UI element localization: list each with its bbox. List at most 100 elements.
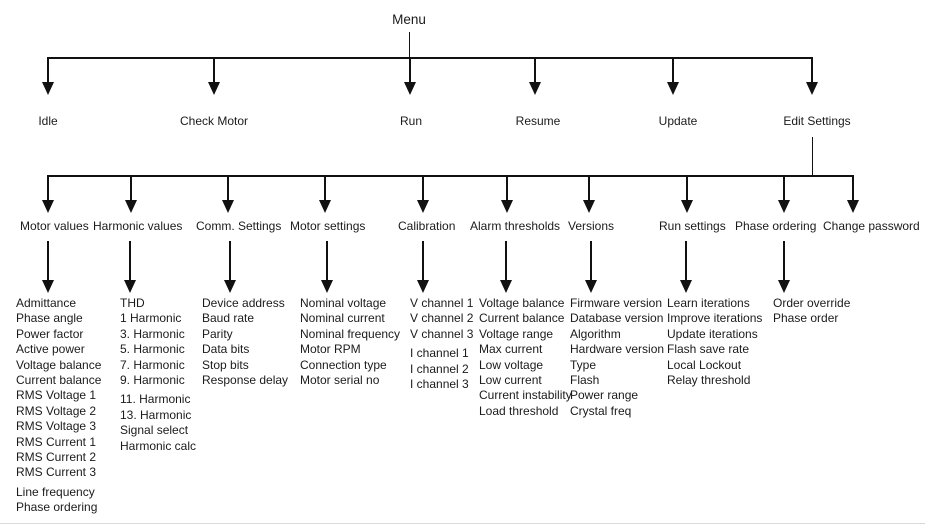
list-item: Connection type — [300, 357, 387, 372]
list-item: I channel 3 — [410, 377, 469, 392]
list-item: 9. Harmonic — [120, 373, 185, 388]
arrow-to-resume — [534, 57, 536, 82]
list-item: Flash — [570, 373, 600, 388]
node-comm-settings: Comm. Settings — [196, 219, 282, 233]
arrow-to-versions — [588, 175, 590, 200]
menu-root-label: Menu — [392, 12, 426, 27]
list-item: Local Lockout — [667, 357, 742, 372]
node-update: Update — [658, 114, 698, 128]
list-item: Phase ordering — [16, 500, 98, 515]
list-item: Improve iterations — [667, 311, 763, 326]
arrow-to-change-password — [852, 175, 854, 200]
arrow-to-edit-settings — [811, 57, 813, 82]
list-item: Stop bits — [202, 357, 249, 372]
list-item: RMS Voltage 2 — [16, 403, 97, 418]
list-item: RMS Current 3 — [16, 465, 97, 480]
node-resume: Resume — [515, 114, 561, 128]
node-alarm-thresholds: Alarm thresholds — [470, 219, 561, 233]
list-item: Max current — [479, 342, 543, 357]
list-item: Voltage range — [479, 326, 554, 341]
list-item: Crystal freq — [570, 403, 632, 418]
arrow-to-update — [672, 57, 674, 82]
arrow-to-calibration — [422, 175, 424, 200]
arrow-phase-ordering-children — [783, 241, 785, 280]
list-item: RMS Current 2 — [16, 450, 97, 465]
node-phase-ordering: Phase ordering — [735, 219, 817, 233]
list-item: Database version — [570, 311, 664, 326]
list-item: Baud rate — [202, 311, 255, 326]
list-item: Nominal voltage — [300, 296, 387, 310]
list-item: Nominal current — [300, 311, 385, 326]
arrow-to-run-settings — [686, 175, 688, 200]
node-versions: Versions — [568, 219, 615, 233]
list-item: Nominal frequency — [300, 326, 401, 341]
bottom-divider-line — [0, 523, 925, 524]
arrow-versions-children — [590, 241, 592, 280]
edit-settings-connector-line — [811, 137, 813, 176]
list-item: 5. Harmonic — [120, 342, 185, 357]
node-idle: Idle — [38, 114, 58, 128]
list-item: Algorithm — [570, 326, 621, 341]
list-item: RMS Voltage 3 — [16, 419, 97, 434]
list-item: 7. Harmonic — [120, 357, 185, 372]
node-run: Run — [399, 114, 423, 128]
list-item: Low current — [479, 373, 542, 388]
list-item: Flash save rate — [667, 342, 750, 357]
list-item: Phase angle — [16, 311, 83, 326]
node-harmonic-values: Harmonic values — [93, 219, 183, 233]
list-item: Order override — [773, 296, 851, 310]
list-item: Current instability — [479, 388, 572, 403]
list-item: Active power — [16, 342, 85, 357]
arrow-run-settings-children — [685, 241, 687, 280]
list-item: Voltage balance — [479, 296, 565, 310]
list-item: Data bits — [202, 342, 250, 357]
node-edit-settings: Edit Settings — [783, 114, 851, 128]
list-item: Update iterations — [667, 326, 758, 341]
list-item: Learn iterations — [667, 296, 750, 310]
arrow-to-harmonic-values — [130, 175, 132, 200]
list-item: Line frequency — [16, 484, 95, 499]
list-item: Current balance — [16, 373, 102, 388]
list-item: V channel 2 — [410, 311, 474, 326]
arrow-motor-values-children — [47, 241, 49, 280]
list-item: Power range — [570, 388, 639, 403]
arrow-to-motor-values — [47, 175, 49, 200]
list-item: Motor RPM — [300, 342, 361, 357]
list-item: Motor serial no — [300, 373, 380, 388]
list-item: 3. Harmonic — [120, 326, 185, 341]
level3-branch-line — [48, 175, 854, 177]
list-item: RMS Voltage 1 — [16, 388, 97, 403]
arrow-comm-settings-children — [229, 241, 231, 280]
arrow-to-phase-ordering — [783, 175, 785, 200]
list-item: Signal select — [120, 423, 189, 438]
arrow-to-alarm-thresholds — [506, 175, 508, 200]
list-item: 11. Harmonic — [120, 392, 191, 407]
node-run-settings: Run settings — [659, 219, 726, 233]
arrow-to-comm-settings — [227, 175, 229, 200]
node-motor-values: Motor values — [20, 219, 89, 233]
list-item: Type — [570, 357, 597, 372]
list-item: Device address — [202, 296, 285, 310]
list-item: V channel 1 — [410, 296, 474, 310]
list-item: Load threshold — [479, 403, 559, 418]
list-item: Relay threshold — [667, 373, 751, 388]
list-item: Current balance — [479, 311, 565, 326]
list-item: Admittance — [16, 296, 77, 310]
arrow-motor-settings-children — [326, 241, 328, 280]
arrow-to-idle — [47, 57, 49, 82]
list-item: Power factor — [16, 326, 84, 341]
arrow-to-check-motor — [213, 57, 215, 82]
arrow-harmonic-values-children — [129, 241, 131, 280]
node-motor-settings: Motor settings — [290, 219, 366, 233]
node-calibration: Calibration — [398, 219, 456, 233]
list-item: Phase order — [773, 311, 839, 326]
list-item: RMS Current 1 — [16, 434, 97, 449]
arrow-alarm-thresholds-children — [505, 241, 507, 280]
arrow-to-run — [409, 57, 411, 82]
list-item: I channel 1 — [410, 346, 469, 361]
